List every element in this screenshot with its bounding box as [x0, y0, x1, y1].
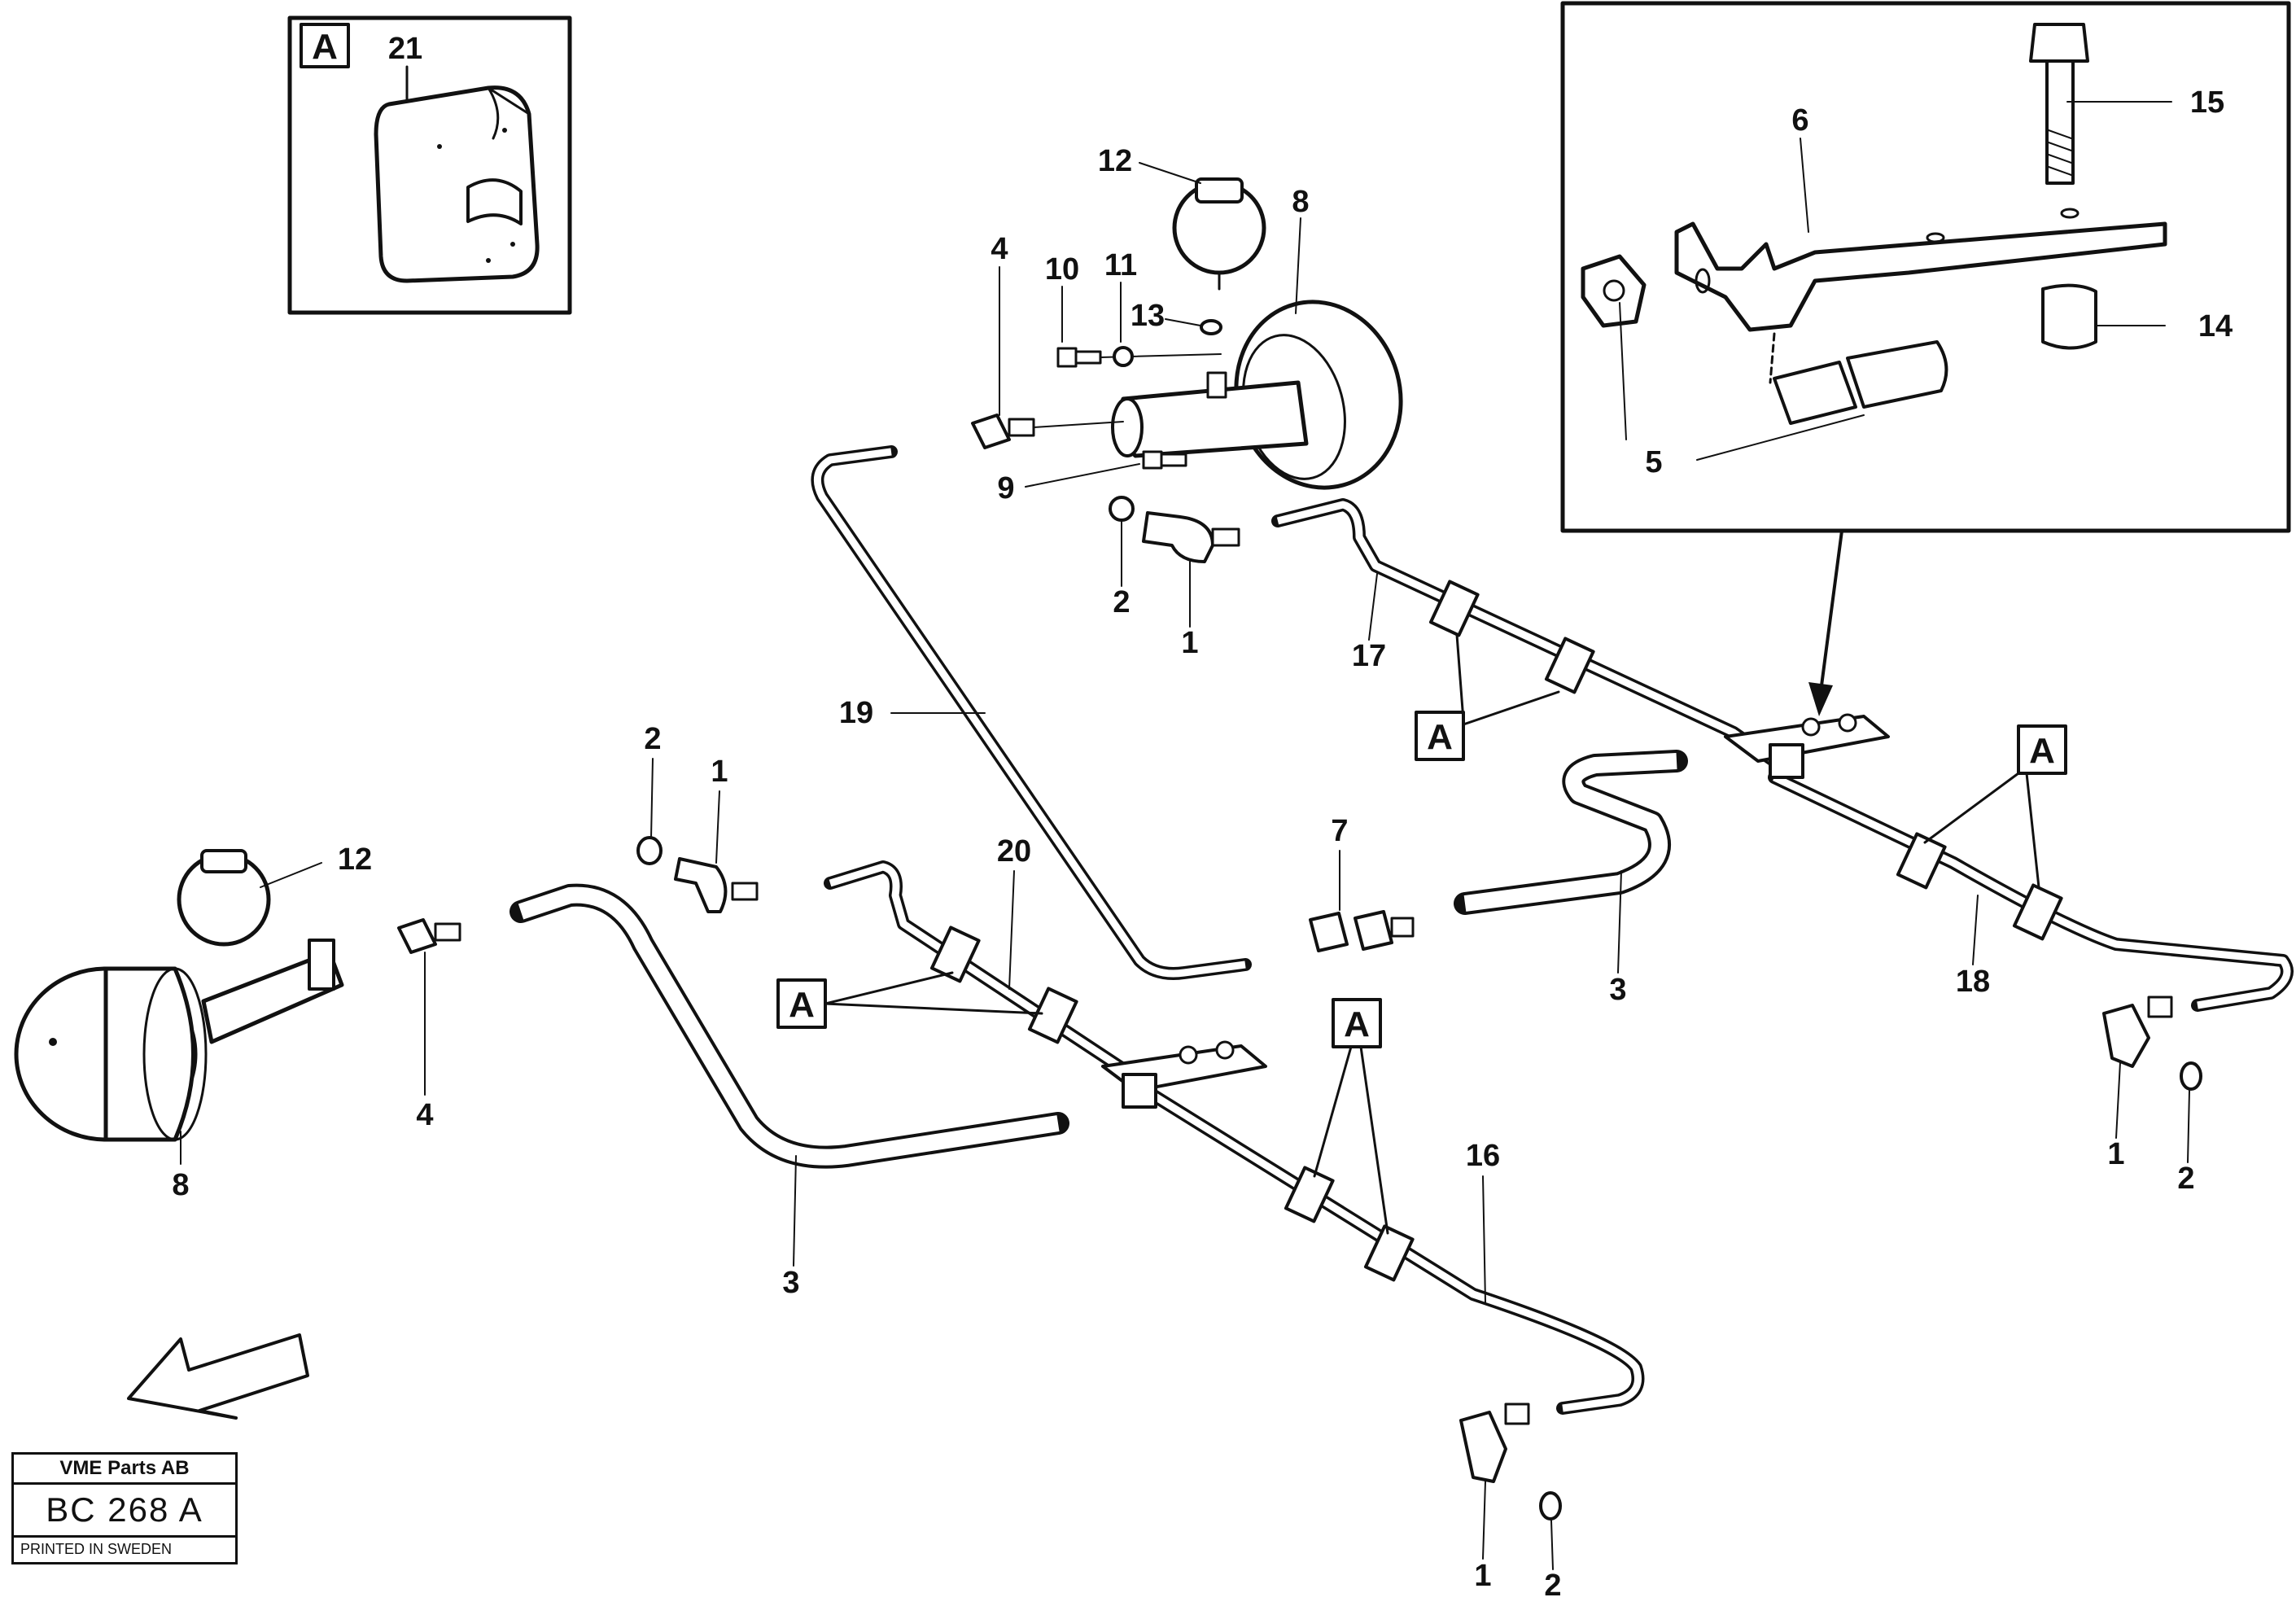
callout-20: 20 [997, 834, 1031, 869]
washer-11-icon [1113, 346, 1134, 367]
callout-4b: 4 [416, 1098, 433, 1132]
washer-13-icon [1200, 319, 1222, 335]
callout-9: 9 [997, 471, 1014, 505]
callout-16: 16 [1466, 1139, 1500, 1173]
stamp-company: VME Parts AB [14, 1455, 235, 1485]
washer-2b-icon [636, 836, 663, 865]
callout-17: 17 [1352, 639, 1386, 673]
junction-lower [1101, 1040, 1267, 1109]
pipe-20 [824, 860, 1138, 1081]
a-flag-4: A [1313, 998, 1389, 1235]
hose-3-upper [1454, 750, 1688, 915]
callout-18: 18 [1956, 965, 1990, 999]
elbow-1d-icon [1459, 1403, 1530, 1483]
title-stamp: VME Parts AB BC 268 A PRINTED IN SWEDEN [11, 1452, 238, 1564]
callout-10: 10 [1045, 252, 1079, 287]
brake-booster-left-icon [14, 939, 344, 1142]
direction-arrow-icon [127, 1333, 309, 1420]
junction-upper [1724, 713, 1890, 779]
detail-pointer [1819, 529, 1843, 694]
stamp-printed: PRINTED IN SWEDEN [20, 1541, 173, 1557]
callout-15: 15 [2190, 85, 2224, 120]
elbow-1a-icon [1142, 511, 1240, 563]
coupling-7-icon [1309, 910, 1415, 952]
callout-3a: 3 [1609, 973, 1626, 1007]
union-5-icon [1696, 332, 1948, 461]
pipe-17 [1271, 498, 1781, 768]
washer-2d-icon [1539, 1491, 1562, 1521]
callout-7: 7 [1331, 814, 1348, 848]
svg-text:A: A [1344, 1004, 1370, 1044]
pipe-16 [1133, 1080, 1645, 1415]
callout-14: 14 [2198, 309, 2233, 344]
brake-booster-icon [1111, 300, 1403, 490]
callout-6: 6 [1791, 103, 1808, 138]
callout-8a: 8 [1292, 185, 1309, 219]
callout-2d: 2 [1544, 1569, 1561, 1603]
callout-1c: 1 [2107, 1137, 2124, 1171]
callout-1b: 1 [711, 755, 728, 789]
callout-21: 21 [388, 32, 422, 66]
callout-12a: 12 [1098, 144, 1132, 178]
detail-view-bracket: 6 15 14 5 5 [1560, 1, 2291, 533]
callout-2a: 2 [1113, 585, 1130, 619]
callout-1d: 1 [1474, 1559, 1491, 1593]
callout-2c: 2 [2177, 1162, 2194, 1196]
callout-4a: 4 [991, 232, 1008, 266]
detail-view-a-clamp: A 21 [287, 15, 572, 315]
a-flag-3: A [776, 971, 1043, 1029]
fluid-reservoir-left-icon [177, 849, 322, 947]
stamp-code: BC 268 A [14, 1485, 235, 1538]
callout-13: 13 [1131, 299, 1165, 333]
clamp-pair-lower [1284, 1166, 1415, 1282]
pipe-19 [811, 445, 1252, 980]
callout-3b: 3 [782, 1266, 799, 1300]
elbow-1c-icon [2102, 996, 2173, 1068]
svg-text:A: A [789, 985, 815, 1025]
callout-12b: 12 [338, 842, 372, 877]
callout-5a: 5 [1645, 445, 1662, 479]
clamp-block-icon [374, 85, 540, 283]
svg-text:A: A [1427, 717, 1453, 757]
callout-1a: 1 [1181, 626, 1198, 660]
bolt-15-icon [2029, 23, 2172, 185]
a-flag-1: A [1415, 633, 1560, 761]
detail-pointer-head [1808, 682, 1833, 716]
clamp-pair-right [1896, 832, 2063, 941]
hose-3-lower [509, 883, 1069, 1169]
detail-a-label: A [312, 27, 338, 67]
callout-11: 11 [1104, 248, 1137, 282]
spacer-14-icon [2041, 283, 2166, 350]
washer-2c-icon [2180, 1061, 2202, 1091]
union-4a-icon [971, 414, 1124, 449]
elbow-1b-icon [674, 857, 759, 913]
a-flag-2: A [1923, 724, 2067, 889]
pipe-18 [1768, 771, 2294, 1012]
bolt-9-icon [1142, 450, 1187, 470]
callout-8b: 8 [172, 1168, 189, 1202]
bolt-10-icon [1056, 347, 1222, 368]
washer-2a-icon [1109, 496, 1135, 522]
union-4b-icon [397, 918, 461, 954]
svg-text:A: A [2029, 731, 2055, 771]
callout-19: 19 [839, 696, 873, 730]
clamp-pair-upper [1428, 580, 1595, 694]
callout-2b: 2 [644, 722, 661, 756]
fluid-reservoir-icon [1139, 162, 1266, 291]
nut-5-icon [1581, 254, 1647, 440]
bracket-icon [1674, 208, 2167, 332]
